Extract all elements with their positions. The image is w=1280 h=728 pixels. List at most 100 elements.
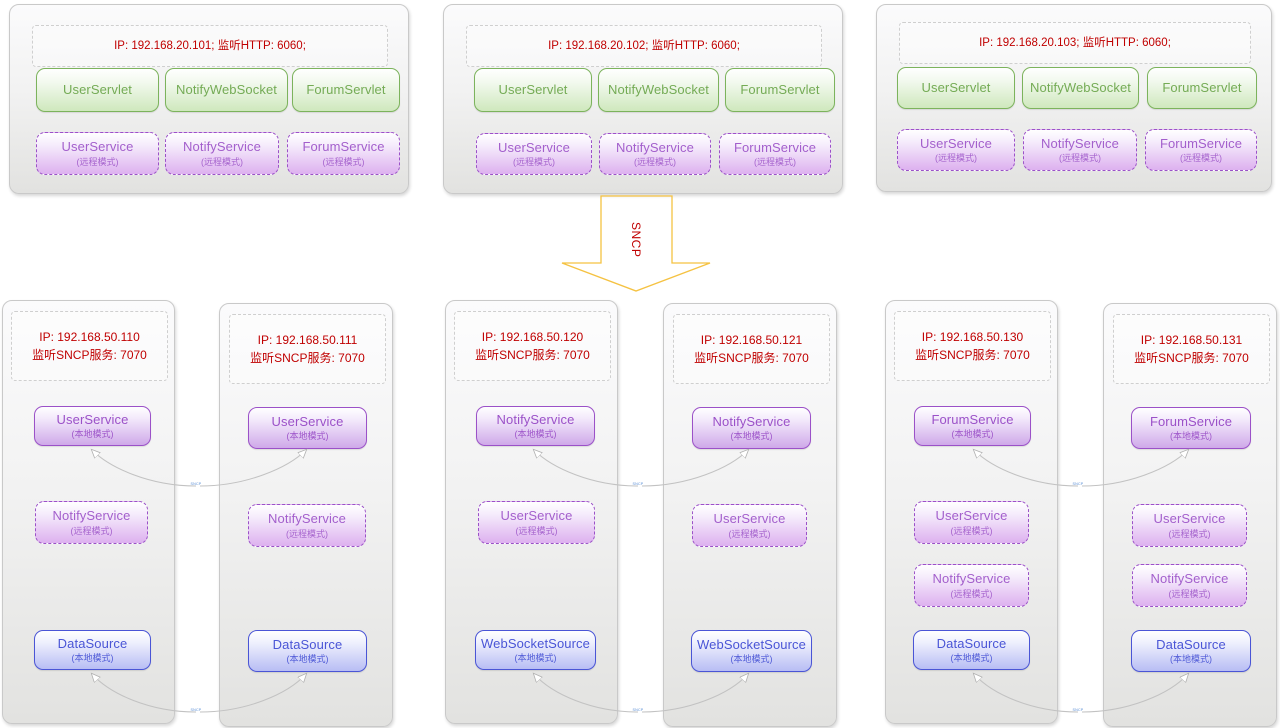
servlet-box-notifywebsocket-3[interactable]: NotifyWebSocket: [1022, 67, 1139, 109]
service-host-panel-110: IP: 192.168.50.110 监听SNCP服务: 7070 UserSe…: [2, 300, 175, 724]
service-box-forumservice-remote-1[interactable]: ForumService (远程模式): [287, 132, 400, 175]
service-box-forumservice-local-130[interactable]: ForumService (本地模式): [914, 406, 1031, 446]
sncp-link-label: SNCP: [1072, 707, 1084, 712]
source-box-websocketsource-local-120[interactable]: WebSocketSource (本地模式): [475, 630, 596, 670]
host-info-131: IP: 192.168.50.131 监听SNCP服务: 7070: [1113, 314, 1270, 384]
node-mode: (远程模式): [286, 528, 328, 539]
node-label: ForumService: [733, 139, 817, 155]
host-info-1: IP: 192.168.20.101; 监听HTTP: 6060;: [32, 25, 388, 67]
host-ip: IP: 192.168.50.120: [481, 330, 584, 344]
node-mode: (远程模式): [513, 157, 555, 168]
node-mode: (远程模式): [1059, 153, 1101, 164]
host-ip: IP: 192.168.50.111: [257, 333, 358, 347]
service-box-userservice-remote-131[interactable]: UserService (远程模式): [1132, 504, 1247, 547]
host-port: 监听SNCP服务: 7070: [32, 348, 147, 362]
node-mode: (本地模式): [71, 429, 114, 440]
host-port: 监听SNCP服务: 7070: [915, 348, 1030, 362]
servlet-box-userservlet-3[interactable]: UserServlet: [897, 67, 1015, 109]
servlet-box-forumservlet-3[interactable]: ForumServlet: [1147, 67, 1257, 109]
node-mode: (本地模式): [286, 431, 329, 442]
node-mode: (远程模式): [201, 156, 243, 167]
node-label: ForumServlet: [740, 81, 820, 97]
node-mode: (远程模式): [515, 525, 558, 536]
service-host-panel-120: IP: 192.168.50.120 监听SNCP服务: 7070 Notify…: [445, 300, 618, 724]
servlet-box-userservlet-1[interactable]: UserServlet: [36, 68, 159, 112]
service-box-userservice-remote-130[interactable]: UserService (远程模式): [914, 501, 1029, 544]
service-box-userservice-remote-3[interactable]: UserService (远程模式): [897, 129, 1015, 171]
service-box-notifyservice-remote-110[interactable]: NotifyService (远程模式): [35, 501, 148, 544]
host-info-121: IP: 192.168.50.121 监听SNCP服务: 7070: [673, 314, 830, 384]
service-box-forumservice-remote-2[interactable]: ForumService (远程模式): [719, 133, 831, 175]
service-box-notifyservice-remote-3[interactable]: NotifyService (远程模式): [1023, 129, 1137, 171]
node-label: NotifyWebSocket: [1030, 79, 1131, 95]
node-mode: (本地模式): [514, 429, 557, 440]
node-label: UserService: [61, 139, 134, 155]
node-mode: (本地模式): [71, 653, 114, 664]
service-box-notifyservice-local-121[interactable]: NotifyService (本地模式): [692, 407, 811, 449]
web-host-panel-2: IP: 192.168.20.102; 监听HTTP: 6060; UserSe…: [443, 4, 843, 194]
node-label: DataSource: [272, 636, 343, 652]
node-label: UserServlet: [62, 81, 132, 97]
sncp-arrow-label: SNCP: [629, 222, 643, 258]
host-port: 监听SNCP服务: 7070: [475, 348, 590, 362]
node-mode: (远程模式): [1168, 588, 1211, 599]
node-label: NotifyService: [932, 571, 1011, 587]
node-label: NotifyService: [616, 139, 694, 155]
node-label: NotifyService: [712, 413, 791, 429]
node-mode: (本地模式): [730, 654, 773, 665]
service-box-userservice-remote-121[interactable]: UserService (远程模式): [692, 504, 807, 547]
node-label: UserService: [1153, 511, 1226, 527]
node-mode: (远程模式): [76, 156, 119, 167]
node-mode: (本地模式): [951, 429, 994, 440]
servlet-box-userservlet-2[interactable]: UserServlet: [474, 68, 592, 112]
node-label: NotifyWebSocket: [608, 81, 709, 97]
host-port: 监听SNCP服务: 7070: [1134, 351, 1249, 365]
node-label: DataSource: [936, 635, 1007, 651]
service-box-notifyservice-remote-1[interactable]: NotifyService (远程模式): [165, 132, 279, 175]
service-box-userservice-remote-120[interactable]: UserService (远程模式): [478, 501, 595, 544]
service-box-userservice-remote-1[interactable]: UserService (远程模式): [36, 132, 159, 175]
node-label: NotifyService: [1041, 135, 1119, 151]
host-info-110: IP: 192.168.50.110 监听SNCP服务: 7070: [11, 311, 168, 381]
node-label: ForumServlet: [1162, 79, 1242, 95]
source-box-datasource-local-131[interactable]: DataSource (本地模式): [1131, 630, 1251, 672]
service-host-panel-131: IP: 192.168.50.131 监听SNCP服务: 7070 ForumS…: [1103, 303, 1277, 727]
node-label: NotifyService: [268, 511, 346, 527]
node-mode: (本地模式): [514, 653, 557, 664]
servlet-box-forumservlet-2[interactable]: ForumServlet: [725, 68, 835, 112]
sncp-link-label: SNCP: [190, 707, 202, 712]
service-box-userservice-remote-2[interactable]: UserService (远程模式): [476, 133, 592, 175]
node-mode: (远程模式): [1180, 153, 1222, 164]
service-box-notifyservice-remote-131[interactable]: NotifyService (远程模式): [1132, 564, 1247, 607]
service-box-userservice-local-111[interactable]: UserService (本地模式): [248, 407, 367, 449]
servlet-box-forumservlet-1[interactable]: ForumServlet: [292, 68, 400, 112]
source-box-websocketsource-local-121[interactable]: WebSocketSource (本地模式): [691, 630, 812, 672]
source-box-datasource-local-130[interactable]: DataSource (本地模式): [913, 630, 1030, 670]
host-port: 监听SNCP服务: 7070: [694, 351, 809, 365]
service-box-notifyservice-remote-111[interactable]: NotifyService (远程模式): [248, 504, 366, 547]
source-box-datasource-local-111[interactable]: DataSource (本地模式): [248, 630, 367, 672]
service-box-notifyservice-local-120[interactable]: NotifyService (本地模式): [476, 406, 595, 446]
service-box-notifyservice-remote-2[interactable]: NotifyService (远程模式): [599, 133, 711, 175]
node-mode: (本地模式): [286, 654, 329, 665]
source-box-datasource-local-110[interactable]: DataSource (本地模式): [34, 630, 151, 670]
node-label: DataSource: [57, 635, 128, 651]
service-box-forumservice-remote-3[interactable]: ForumService (远程模式): [1145, 129, 1257, 171]
node-label: NotifyService: [1150, 571, 1229, 587]
host-port: 监听SNCP服务: 7070: [250, 351, 365, 365]
node-mode: (远程模式): [950, 525, 993, 536]
servlet-box-notifywebsocket-1[interactable]: NotifyWebSocket: [165, 68, 288, 112]
service-box-notifyservice-remote-130[interactable]: NotifyService (远程模式): [914, 564, 1029, 607]
service-box-userservice-local-110[interactable]: UserService (本地模式): [34, 406, 151, 446]
service-host-panel-130: IP: 192.168.50.130 监听SNCP服务: 7070 ForumS…: [885, 300, 1058, 724]
service-box-forumservice-local-131[interactable]: ForumService (本地模式): [1131, 407, 1251, 449]
servlet-box-notifywebsocket-2[interactable]: NotifyWebSocket: [598, 68, 719, 112]
node-label: WebSocketSource: [481, 635, 590, 651]
node-label: UserService: [500, 508, 573, 524]
host-ip: IP: 192.168.50.130: [921, 330, 1024, 344]
host-ip: IP: 192.168.50.131: [1140, 333, 1243, 347]
node-mode: (远程模式): [728, 528, 771, 539]
sncp-link-label: SNCP: [1072, 481, 1084, 486]
host-info-120: IP: 192.168.50.120 监听SNCP服务: 7070: [454, 311, 611, 381]
web-host-panel-1: IP: 192.168.20.101; 监听HTTP: 6060; UserSe…: [9, 4, 409, 194]
